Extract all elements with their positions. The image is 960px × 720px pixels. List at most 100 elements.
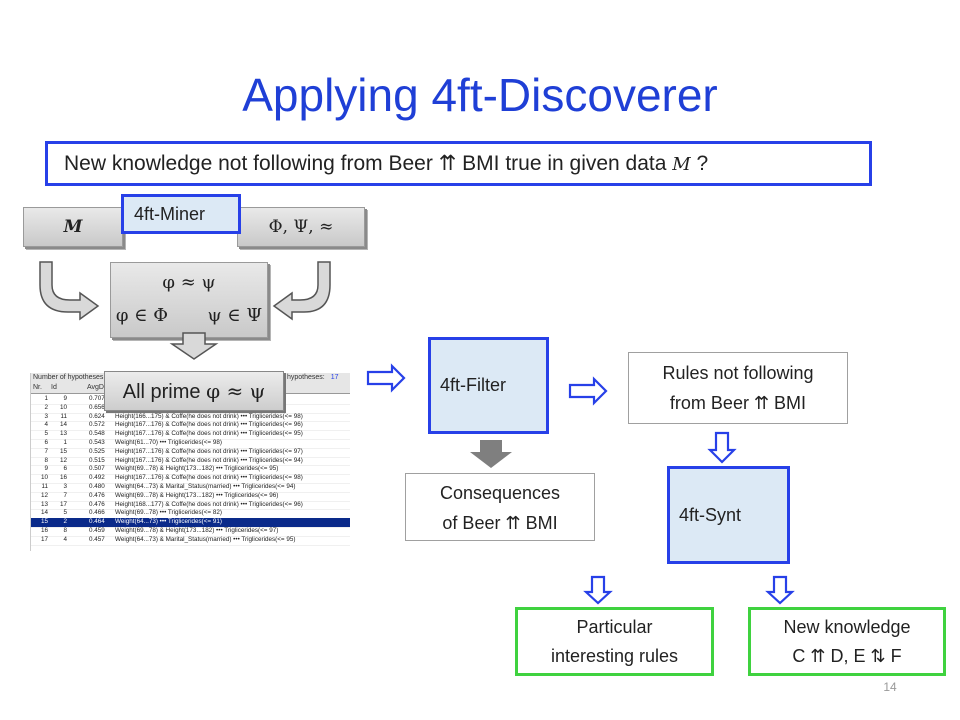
particular-line1: Particular — [576, 617, 653, 637]
cell-avgdf: 0.515 — [89, 456, 105, 464]
cell-avgdf: 0.476 — [89, 491, 105, 499]
cell-id: 3 — [63, 483, 67, 490]
cell-hypothesis: Weight(69...78) & Height(173...182) ••• … — [115, 491, 279, 499]
question-middle: BMI true in given data — [456, 152, 673, 175]
cell-nr: 16 — [40, 527, 48, 534]
up-up-arrows-icon: ⇈ — [438, 151, 457, 175]
col-avgdf: AvgDf — [87, 384, 106, 391]
cell-nr: 15 — [40, 518, 48, 526]
cell-avgdf: 0.507 — [89, 465, 105, 473]
cell-id: 5 — [63, 509, 67, 517]
pattern-definition-panel: φ ≈ ψ φ ∈ Φ ψ ∈ Ψ — [110, 262, 268, 338]
cell-hypothesis: Height(167...176) & Coffe(he does not dr… — [115, 456, 303, 464]
cell-hypothesis: Weight(61...70) ••• Triglicerides(<= 98) — [115, 439, 222, 446]
parameters-panel: Φ, Ψ, ≈ — [237, 207, 365, 247]
cell-avgdf: 0.464 — [89, 518, 105, 526]
cell-nr: 7 — [44, 447, 48, 455]
table-row[interactable]: 11 3 0.480 Weight(64...73) & Marital_Status… — [31, 483, 350, 493]
cell-nr: 13 — [40, 500, 48, 508]
cell-nr: 14 — [40, 509, 48, 517]
cell-avgdf: 0.459 — [89, 527, 105, 534]
cell-hypothesis: Height(167...176) & Coffe(he does not dr… — [115, 447, 303, 455]
cell-avgdf: 0.548 — [89, 430, 105, 438]
right-arrow-blue-icon — [568, 376, 608, 406]
cell-avgdf: 0.707 — [89, 395, 105, 402]
up-down-arrows-icon: ⇅ — [870, 646, 886, 667]
cell-id: 13 — [59, 430, 67, 438]
cell-nr: 6 — [44, 439, 48, 446]
cell-hypothesis: Weight(64...73) & Marital_Status(married… — [115, 535, 296, 543]
cell-avgdf: 0.480 — [89, 483, 105, 490]
up-up-arrows-icon: ⇈ — [753, 393, 770, 414]
cell-id: 6 — [63, 465, 67, 473]
cell-hypothesis: Height(167...176) & Coffe(he does not dr… — [115, 474, 303, 482]
consequences-line1: Consequences — [439, 483, 561, 503]
cell-nr: 17 — [40, 535, 48, 543]
all-prime-prefix: All prime — [122, 381, 207, 403]
hypotheses-count-label: Number of hypotheses — [33, 374, 104, 381]
consequences-box: Consequences of Beer ⇈ BMI — [405, 473, 595, 541]
cell-id: 4 — [63, 535, 67, 543]
question-banner: New knowledge not following from Beer ⇈ … — [45, 141, 872, 186]
cell-hypothesis: Height(167...176) & Coffe(he does not dr… — [115, 430, 303, 438]
cell-avgdf: 0.624 — [89, 412, 105, 420]
cell-id: 9 — [63, 395, 67, 402]
cell-hypothesis: Weight(69...78) ••• Triglicerides(<= 82) — [115, 509, 222, 517]
cell-nr: 2 — [44, 403, 48, 411]
cell-nr: 11 — [41, 483, 48, 490]
data-symbol: M — [672, 154, 691, 175]
table-row[interactable]: 5 13 0.548 Height(167...176) & Coffe(he doe… — [31, 430, 350, 440]
right-arrow-blue-icon — [366, 363, 406, 393]
down-arrow-blue-icon — [583, 575, 613, 605]
cell-hypothesis: Weight(69...78) & Height(173...182) ••• … — [115, 527, 279, 534]
cell-avgdf: 0.656 — [89, 403, 105, 411]
particular-line2: interesting rules — [550, 646, 679, 666]
question-prefix: New knowledge not following from Beer — [64, 152, 439, 175]
hypotheses-count: hypotheses:17 — [287, 374, 339, 381]
up-up-arrows-icon: ⇈ — [505, 513, 521, 534]
cell-avgdf: 0.466 — [89, 509, 105, 517]
cell-id: 14 — [59, 421, 67, 429]
curved-arrow-right-icon — [272, 261, 331, 321]
cell-nr: 1 — [44, 395, 48, 402]
cell-nr: 5 — [44, 430, 48, 438]
cell-nr: 3 — [44, 412, 48, 420]
cell-id: 10 — [59, 403, 67, 411]
formula-top: φ ≈ ψ — [162, 272, 216, 293]
cell-hypothesis: Height(167...176) & Coffe(he does not dr… — [115, 421, 303, 429]
particular-rules-box: Particular interesting rules — [515, 607, 714, 676]
down-arrow-blue-icon — [765, 575, 795, 605]
cell-hypothesis: Weight(64...73) & Marital_Status(married… — [115, 483, 296, 490]
cell-avgdf: 0.572 — [89, 421, 105, 429]
down-arrow-blue-icon — [707, 431, 737, 464]
cell-hypothesis: Weight(64...73) ••• Triglicerides(<= 91) — [115, 518, 222, 526]
cell-hypothesis: Height(168...177) & Coffe(he does not dr… — [115, 500, 303, 508]
question-suffix: ? — [690, 152, 709, 175]
cell-avgdf: 0.543 — [89, 439, 105, 446]
cell-id: 17 — [59, 500, 67, 508]
new-knowledge-line2: C ⇈ D, E ⇅ F — [792, 646, 902, 667]
4ft-synt-box: 4ft-Synt — [667, 466, 790, 564]
new-knowledge-line1: New knowledge — [783, 617, 911, 637]
all-prime-label: All prime φ ≈ ψ — [104, 371, 284, 411]
cell-id: 16 — [59, 474, 67, 482]
cell-id: 15 — [59, 447, 67, 455]
rules-line1: Rules not following — [662, 363, 814, 383]
4ft-miner-box: 4ft-Miner — [121, 194, 241, 234]
cell-avgdf: 0.492 — [89, 474, 105, 482]
cell-hypothesis: Height(166...175) & Coffe(he does not dr… — [115, 412, 303, 420]
col-nr: Nr. — [33, 384, 42, 391]
